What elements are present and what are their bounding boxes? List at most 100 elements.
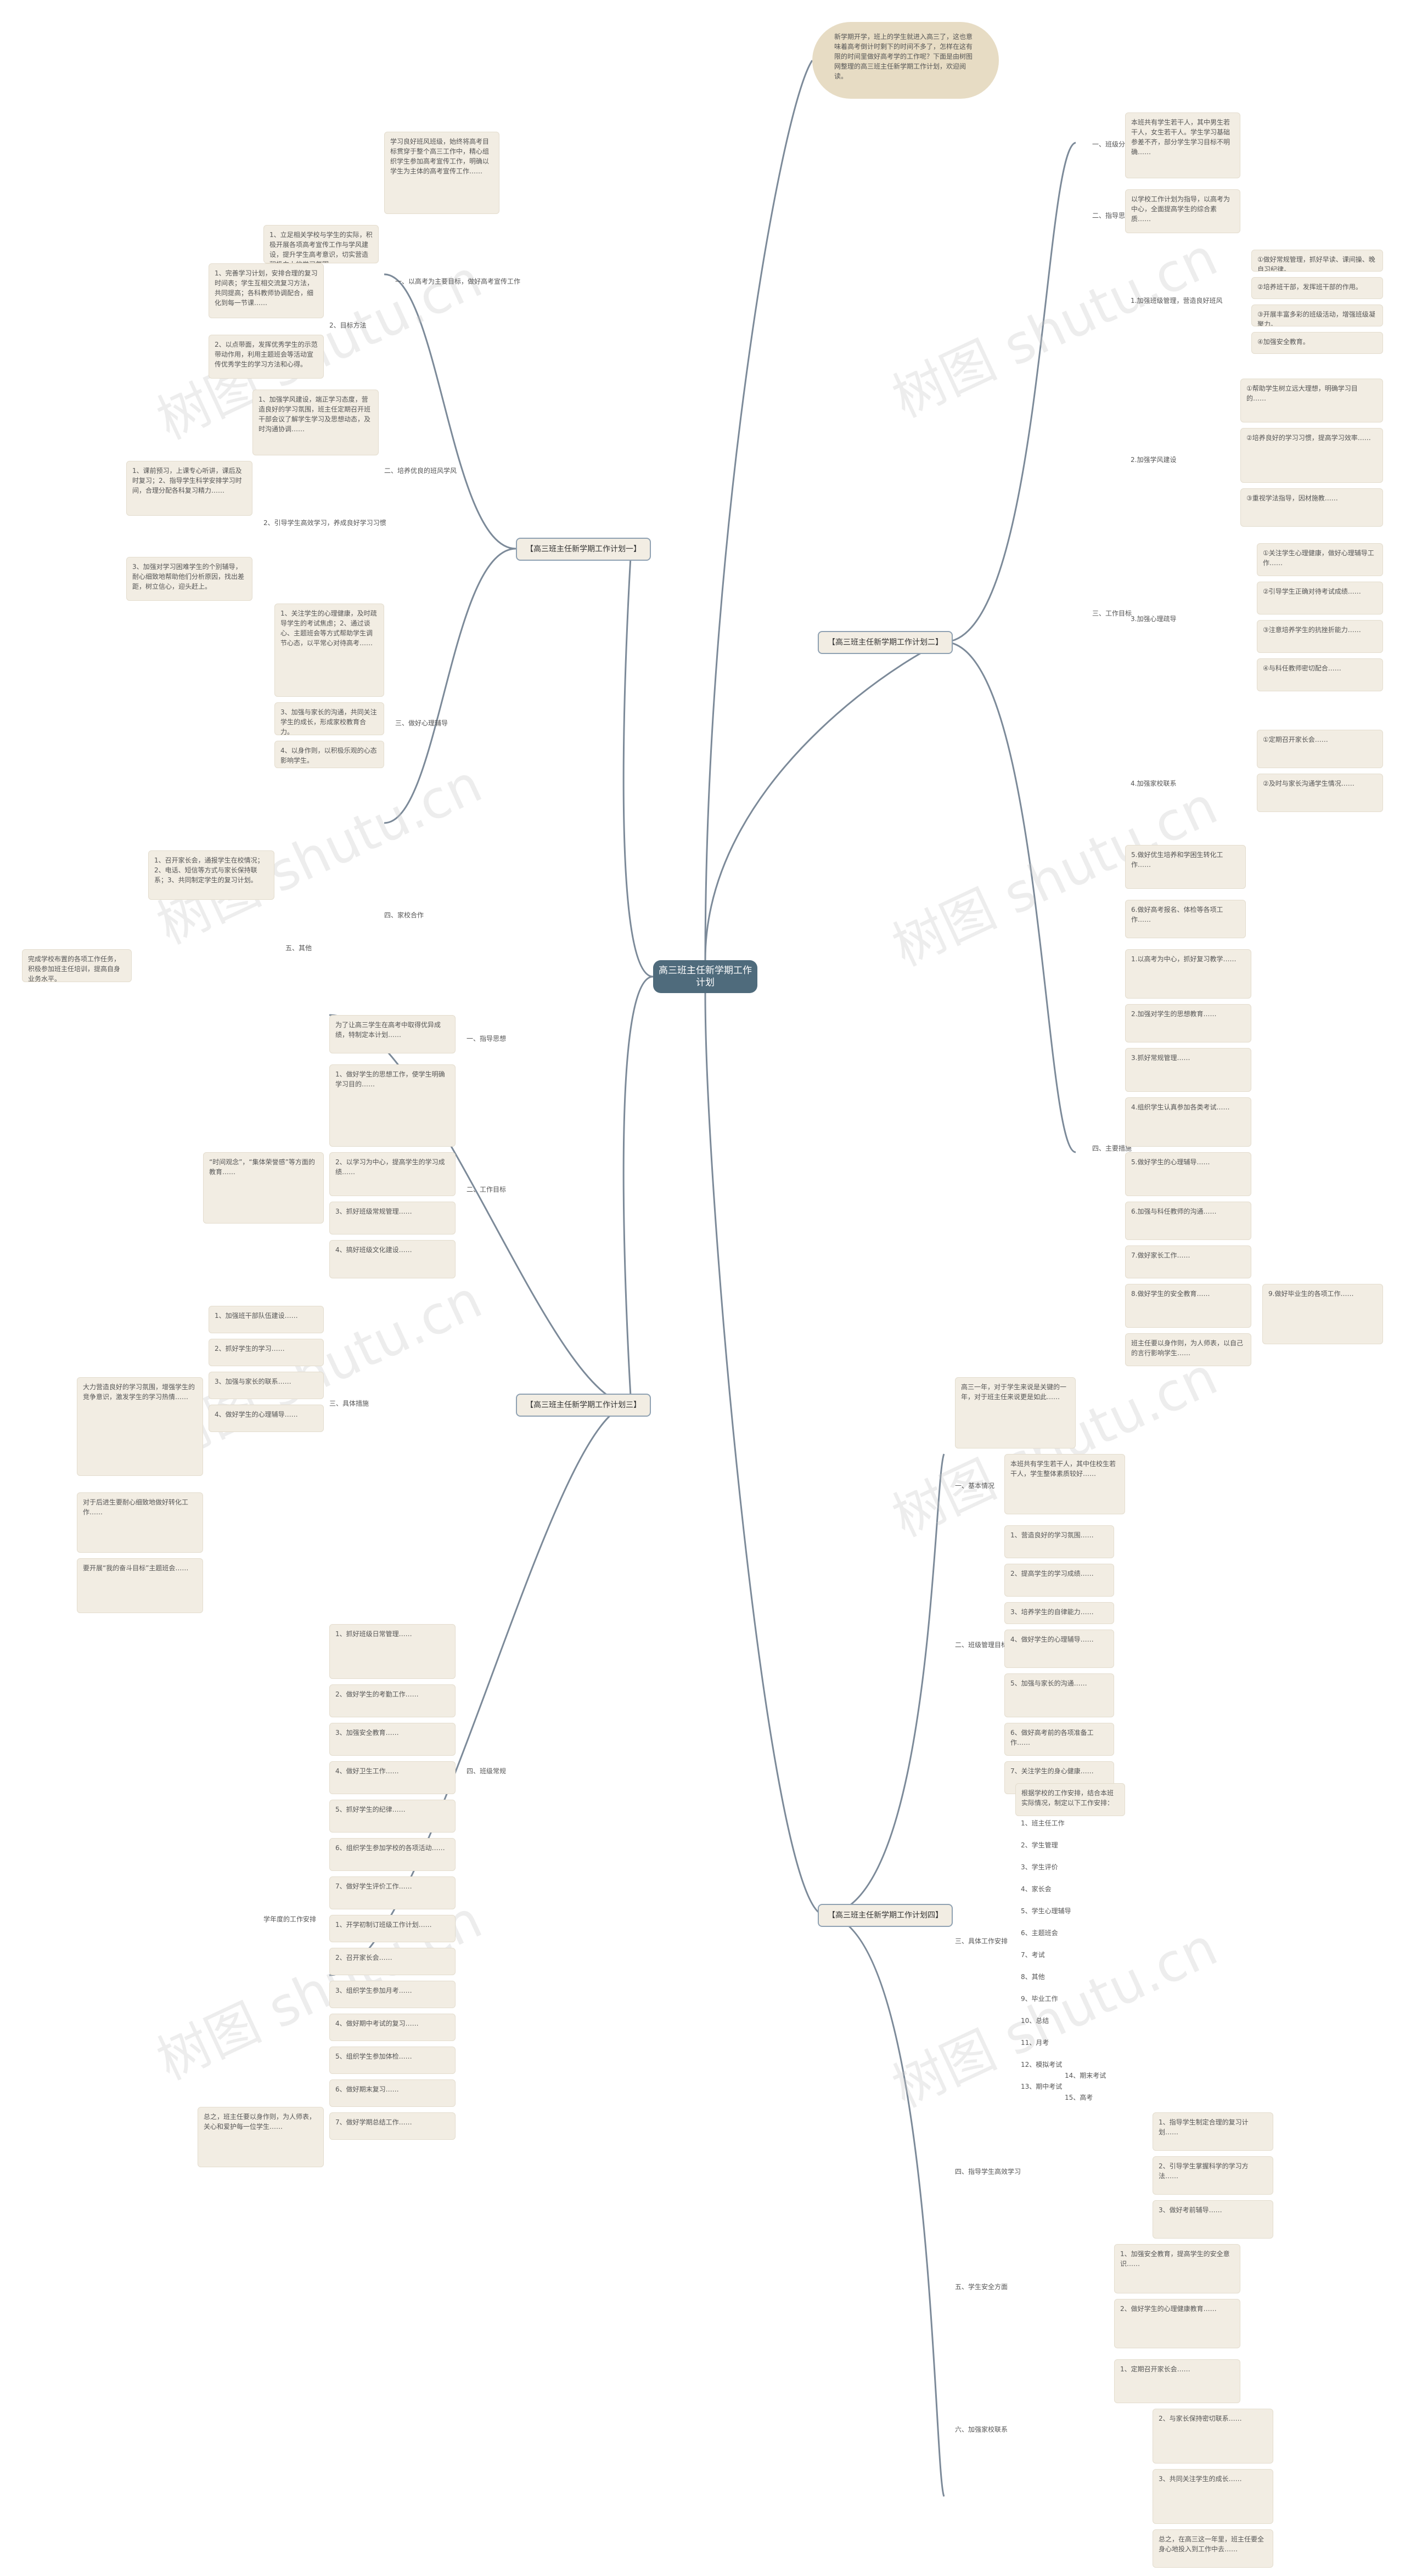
b4-w4: 4、家长会	[1021, 1885, 1052, 1893]
b2-item2-text: 以学校工作计划为指导，以高考为中心，全面提高学生的综合素质……	[1125, 189, 1240, 233]
b2-m4: 4.组织学生认真参加各类考试……	[1125, 1097, 1251, 1147]
b4-g2: 2、提高学生的学习成绩……	[1004, 1564, 1114, 1597]
b1-sub6-text: 3、加强与家长的沟通，共同关注学生的成长，形成家校教育合力。	[274, 702, 384, 735]
b2-g1a: ①做好常规管理，抓好早读、课间操、晚自习纪律。	[1251, 250, 1383, 272]
b4-w14: 14、期末考试	[1065, 2072, 1106, 2079]
b4-r2: 2、引导学生掌握科学的学习方法……	[1153, 2156, 1273, 2195]
b1-sub2-label: 2、目标方法	[329, 322, 367, 329]
b4-s1: 1、加强安全教育，提高学生的安全意识……	[1114, 2244, 1240, 2293]
b1-item3-text: 1、关注学生的心理健康，及时疏导学生的考试焦虑；2、通过谈心、主题班会等方式帮助…	[274, 604, 384, 697]
b3-item1-label: 一、指导思想	[467, 1035, 507, 1042]
b3-t5: 5、组织学生参加体检……	[329, 2047, 456, 2074]
b3-item1-text: 为了让高三学生在高考中取得优异成绩，特制定本计划……	[329, 1015, 456, 1053]
b4-w2: 2、学生管理	[1021, 1841, 1058, 1849]
b4-w11: 11、月考	[1021, 2039, 1049, 2047]
root-node[interactable]: 高三班主任新学期工作计划	[653, 960, 757, 993]
b2-g1b: ②培养班干部，发挥班干部的作用。	[1251, 277, 1383, 299]
b2-g3b: ②引导学生正确对待考试成绩……	[1257, 582, 1383, 615]
b1-item1-text: 学习良好班风班级，始终将高考目标贯穿于整个高三工作中，精心组织学生参加高考宣传工…	[384, 132, 499, 214]
b4-g4: 4、做好学生的心理辅导……	[1004, 1630, 1114, 1668]
b2-g1d: ④加强安全教育。	[1251, 332, 1383, 354]
b3-s3: 3、加强与家长的联系……	[209, 1372, 324, 1399]
b3-c6: 6、组织学生参加学校的各项活动……	[329, 1838, 456, 1871]
b4-g3: 3、培养学生的自律能力……	[1004, 1602, 1114, 1624]
b3-note1: “时间观念”，“集体荣誉感”等方面的教育……	[203, 1152, 324, 1224]
b4-w12: 12、模拟考试	[1021, 2061, 1063, 2068]
b2-m3: 3.抓好常规管理……	[1125, 1048, 1251, 1092]
b4-intro: 高三一年，对于学生来说是关键的一年，对于班主任来说更是如此……	[955, 1377, 1076, 1448]
b3-t6: 6、做好期末复习……	[329, 2079, 456, 2107]
b4-s2: 2、做好学生的心理健康教育……	[1114, 2299, 1240, 2348]
b3-note3: 对于后进生要耐心细致地做好转化工作……	[77, 1492, 203, 1553]
b2-m7: 7.做好家长工作……	[1125, 1245, 1251, 1278]
b3-note5: 总之，班主任要以身作则，为人师表，关心和爱护每一位学生……	[198, 2107, 324, 2167]
b1-item4-text: 1、召开家长会，通报学生在校情况；2、电话、短信等方式与家长保持联系；3、共同制…	[148, 850, 274, 900]
b2-item1-text: 本班共有学生若干人，其中男生若干人，女生若干人。学生学习基础参差不齐，部分学生学…	[1125, 112, 1240, 178]
b3-s1: 1、加强班干部队伍建设……	[209, 1306, 324, 1333]
b2-g3c: ③注意培养学生的抗挫折能力……	[1257, 620, 1383, 653]
b4-g5: 5、加强与家长的沟通……	[1004, 1673, 1114, 1717]
b2-item1-label: 一、班级分析	[1092, 140, 1132, 148]
b1-item2-label: 二、培养优良的班风学风	[384, 467, 457, 475]
b3-c7: 7、做好学生评价工作……	[329, 1876, 456, 1909]
b4-item4-label: 四、指导学生高效学习	[955, 2168, 1021, 2175]
b3-t2: 2、召开家长会……	[329, 1948, 456, 1975]
b4-w3: 3、学生评价	[1021, 1863, 1058, 1871]
b1-sub2-text: 1、完善学习计划，安排合理的复习时间表；学生互相交流复习方法，共同提高；各科教师…	[209, 263, 324, 318]
b2-g2-label: 2.加强学风建设	[1131, 456, 1177, 464]
b4-w7: 7、考试	[1021, 1951, 1045, 1959]
b3-c5: 5、抓好学生的纪律……	[329, 1800, 456, 1833]
b3-g1: 1、做好学生的思想工作，使学生明确学习目的……	[329, 1064, 456, 1147]
b4-w8: 8、其他	[1021, 1973, 1045, 1981]
b4-p1: 1、定期召开家长会……	[1114, 2359, 1240, 2403]
b2-g2b: ②培养良好的学习习惯，提高学习效率……	[1240, 428, 1383, 483]
b3-g3: 3、抓好班级常规管理……	[329, 1202, 456, 1235]
b1-sub4-label: 2、引导学生高效学习，养成良好学习习惯	[263, 519, 386, 527]
b2-m1: 1.以高考为中心，抓好复习教学……	[1125, 949, 1251, 999]
b2-g4a: ①定期召开家长会……	[1257, 730, 1383, 768]
b3-s4: 4、做好学生的心理辅导……	[209, 1405, 324, 1432]
b2-m9: 9.做好毕业生的各项工作……	[1262, 1284, 1383, 1344]
branch-plan-one[interactable]: 【高三班主任新学期工作计划一】	[516, 538, 651, 561]
b2-item4-label: 四、主要措施	[1092, 1145, 1132, 1152]
b3-t1: 1、开学初制订班级工作计划……	[329, 1915, 456, 1942]
b3-g2: 2、以学习为中心，提高学生的学习成绩……	[329, 1152, 456, 1196]
b4-g6: 6、做好高考前的各项准备工作……	[1004, 1723, 1114, 1756]
b1-sub3-text: 2、以点带面，发挥优秀学生的示范带动作用，利用主题班会等活动宣传优秀学生的学习方…	[209, 335, 324, 379]
b3-c3: 3、加强安全教育……	[329, 1723, 456, 1756]
branch-plan-two[interactable]: 【高三班主任新学期工作计划二】	[818, 631, 953, 654]
b3-t4: 4、做好期中考试的复习……	[329, 2014, 456, 2041]
intro-bubble: 新学期开学，班上的学生就进入高三了，这也意味着高考倒计时剩下的时间不多了，怎样在…	[812, 22, 999, 99]
b3-s2: 2、抓好学生的学习……	[209, 1339, 324, 1366]
b4-p3: 3、共同关注学生的成长……	[1153, 2469, 1273, 2524]
branch-plan-three[interactable]: 【高三班主任新学期工作计划三】	[516, 1394, 651, 1417]
b2-item5-text: 班主任要以身作则，为人师表，以自己的言行影响学生……	[1125, 1333, 1251, 1366]
b1-sub1-text: 1、立足相关学校与学生的实际，积极开展各项高考宣传工作与学风建设，提升学生高考意…	[263, 225, 379, 263]
b1-item2-text: 1、加强学风建设，端正学习态度，营造良好的学习氛围，班主任定期召开班干部会议了解…	[252, 390, 379, 455]
b1-sub5-text: 3、加强对学习困难学生的个别辅导，耐心细致地帮助他们分析原因，找出差距，树立信心…	[126, 557, 252, 601]
b2-m6: 6.加强与科任教师的沟通……	[1125, 1202, 1251, 1240]
b2-m2: 2.加强对学生的思想教育……	[1125, 1004, 1251, 1042]
b2-m8: 8.做好学生的安全教育……	[1125, 1284, 1251, 1328]
b1-sub8-label: 五、其他	[285, 944, 312, 952]
b1-item1-label: 一、以高考为主要目标，做好高考宣传工作	[395, 278, 521, 285]
b3-c2: 2、做好学生的考勤工作……	[329, 1684, 456, 1717]
b3-item5-label: 学年度的工作安排	[263, 1915, 317, 1923]
b2-g1c: ③开展丰富多彩的班级活动，增强班级凝聚力。	[1251, 305, 1383, 326]
b2-g2c: ③重视学法指导，因材施教……	[1240, 488, 1383, 527]
b4-w15: 15、高考	[1065, 2094, 1093, 2101]
b3-note2: 大力营造良好的学习氛围，增强学生的竞争意识，激发学生的学习热情……	[77, 1377, 203, 1476]
b4-item3-label: 三、具体工作安排	[955, 1937, 1008, 1945]
b2-m5: 5.做好学生的心理辅导……	[1125, 1152, 1251, 1196]
b4-w0: 根据学校的工作安排，结合本班实际情况，制定以下工作安排：	[1015, 1783, 1125, 1816]
b4-item6-label: 六、加强家校联系	[955, 2426, 1008, 2433]
branch-plan-four[interactable]: 【高三班主任新学期工作计划四】	[818, 1904, 953, 1927]
b2-g4b: ②及时与家长沟通学生情况……	[1257, 774, 1383, 812]
b1-item4-label: 四、家校合作	[384, 911, 424, 919]
b3-t7: 7、做好学期总结工作……	[329, 2112, 456, 2140]
b4-item5-label: 五、学生安全方面	[955, 2283, 1008, 2291]
b4-end-text: 总之，在高三这一年里，班主任要全身心地投入到工作中去……	[1153, 2529, 1273, 2568]
b2-g6: 6.做好高考报名、体检等各项工作……	[1125, 900, 1246, 938]
b3-item4-label: 四、班级常规	[467, 1767, 507, 1775]
